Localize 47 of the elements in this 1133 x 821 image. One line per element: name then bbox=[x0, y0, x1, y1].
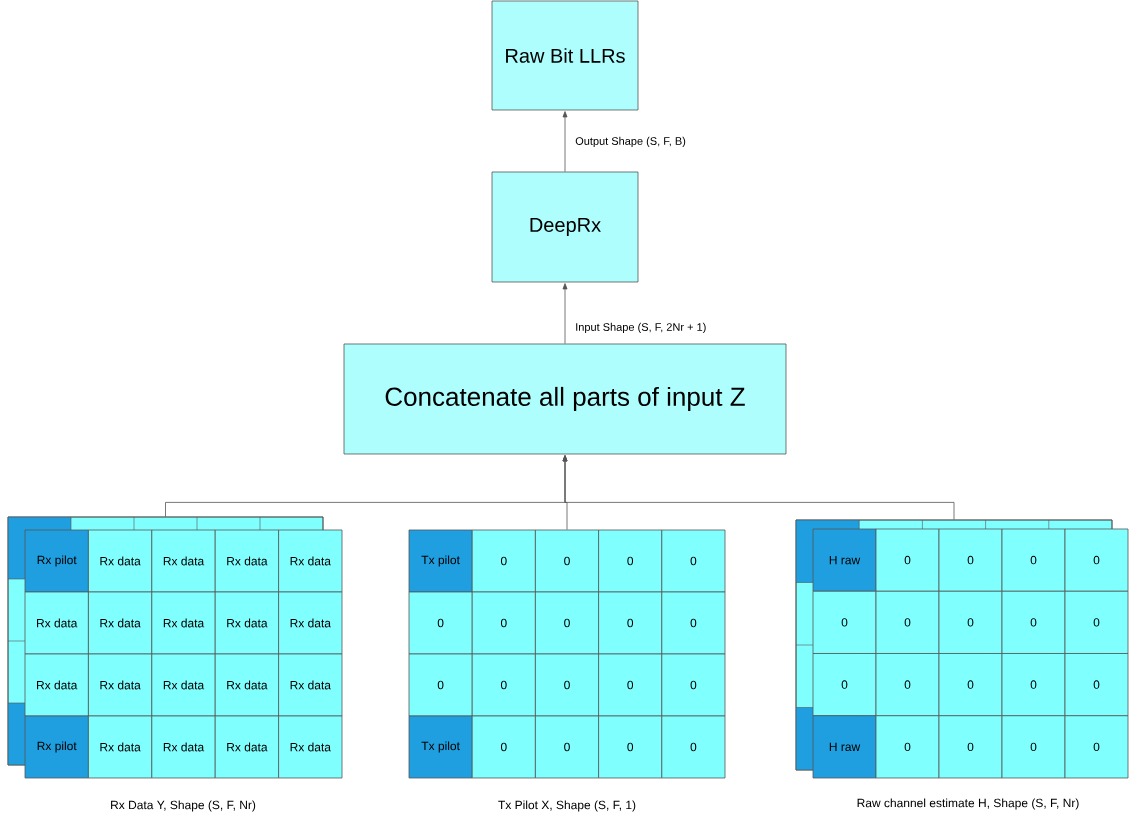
grid-cell: Rx data bbox=[278, 591, 343, 655]
grid-cell: Rx data bbox=[88, 715, 153, 779]
grid-cell: 0 bbox=[598, 715, 663, 779]
grid-cell: 0 bbox=[938, 715, 1003, 779]
grid-cell: 0 bbox=[598, 591, 663, 655]
edge-label: Input Shape (S, F, 2Nr + 1) bbox=[574, 321, 708, 335]
concatenate-box: Concatenate all parts of input Z bbox=[343, 343, 787, 455]
arrow bbox=[562, 111, 568, 172]
network-box: DeepRx bbox=[491, 171, 639, 283]
grid-cell: 0 bbox=[661, 591, 726, 655]
grid-cell: 0 bbox=[535, 529, 599, 593]
grid-cell: 0 bbox=[1064, 715, 1129, 779]
grid-cell: Rx data bbox=[278, 715, 343, 779]
grid-cell: Rx data bbox=[278, 653, 343, 717]
grid-cell: 0 bbox=[661, 715, 726, 779]
grid-cell: 0 bbox=[1001, 715, 1066, 779]
output-box: Raw Bit LLRs bbox=[491, 0, 639, 111]
grid-cell: 0 bbox=[1064, 528, 1129, 592]
grid-cell: 0 bbox=[408, 591, 473, 655]
grid-cell: 0 bbox=[1064, 590, 1129, 654]
grid-cell: H raw bbox=[812, 715, 877, 779]
grid-cell: 0 bbox=[535, 653, 599, 717]
grid-cell: 0 bbox=[471, 653, 536, 717]
grid-cell: 0 bbox=[471, 715, 536, 779]
caption: Raw channel estimate H, Shape (S, F, Nr) bbox=[857, 798, 1079, 810]
arrow bbox=[562, 455, 955, 520]
grid-cell: 0 bbox=[1064, 653, 1129, 717]
edge-label: Output Shape (S, F, B) bbox=[574, 135, 687, 149]
grid-cell: Rx data bbox=[151, 715, 216, 779]
grid-cell: Rx data bbox=[214, 715, 279, 779]
caption: Tx Pilot X, Shape (S, F, 1) bbox=[498, 800, 636, 812]
grid-cell: 0 bbox=[598, 653, 663, 717]
grid-cell: 0 bbox=[661, 529, 726, 593]
grid-cell: Tx pilot bbox=[408, 715, 473, 779]
grid-cell: 0 bbox=[661, 653, 726, 717]
grid-cell: 0 bbox=[471, 529, 536, 593]
grid-cell: 0 bbox=[471, 591, 536, 655]
grid-cell: Rx data bbox=[278, 529, 343, 593]
grid-cell: 0 bbox=[875, 715, 940, 779]
grid-cell: 0 bbox=[535, 715, 599, 779]
grid-cell: 0 bbox=[408, 653, 473, 717]
grid-cell: 0 bbox=[598, 529, 663, 593]
caption: Rx Data Y, Shape (S, F, Nr) bbox=[111, 800, 256, 812]
grid-cell: Rx pilot bbox=[24, 715, 89, 779]
grid-cell: Tx pilot bbox=[408, 529, 473, 593]
grid-cell: 0 bbox=[535, 591, 599, 655]
arrow bbox=[562, 283, 568, 344]
